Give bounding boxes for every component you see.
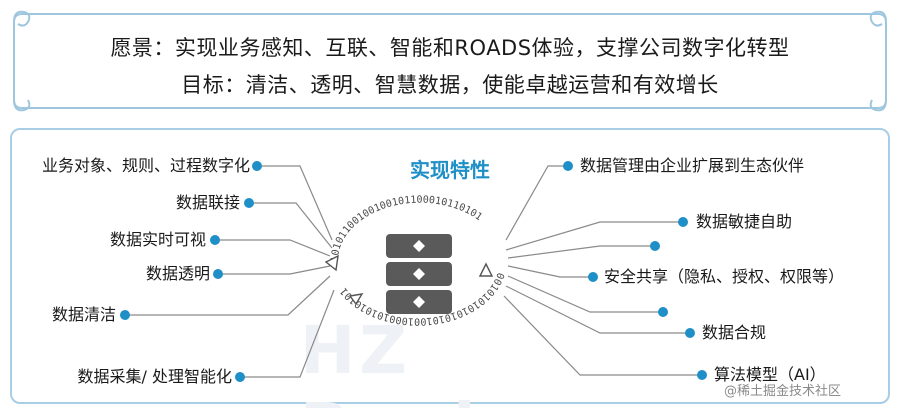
bullet-dot [244, 198, 254, 208]
feature-right-agile-self-service: 数据敏捷自助 [696, 212, 793, 231]
features-panel [10, 128, 890, 404]
feature-right-secure-sharing: 安全共享（隐私、授权、权限等） [604, 267, 845, 286]
feature-right-algorithm-model: 算法模型（AI） [714, 365, 826, 384]
feature-left-data-connection: 数据联接 [175, 193, 240, 212]
feature-left-data-cleansing: 数据清洁 [51, 305, 116, 324]
background-watermark: HZ Books [300, 312, 540, 408]
feature-right-data-compliance: 数据合规 [702, 323, 767, 342]
feature-left-data-transparency: 数据透明 [145, 264, 210, 283]
feature-right-ecosystem-management: 数据管理由企业扩展到生态伙伴 [580, 156, 805, 175]
bullet-dot [213, 269, 223, 279]
scroll-frame [13, 10, 887, 112]
bullet-dot [210, 235, 220, 245]
ring-arrow-left [324, 254, 339, 272]
goal-text: 目标：清洁、透明、智慧数据，使能卓越运营和有效增长 [181, 73, 719, 97]
connector-left-3 [215, 239, 331, 257]
connector-right-2 [505, 221, 683, 251]
connector-left-4 [218, 265, 331, 275]
connector-left-5 [125, 275, 331, 316]
bullet-dot [120, 310, 130, 320]
bullet-dot [235, 372, 245, 382]
connector-right-1 [505, 165, 568, 241]
connector-right-4 [507, 265, 593, 278]
bullet-dot [563, 161, 573, 171]
connector-left-1 [262, 165, 333, 241]
connector-left-2 [250, 202, 333, 249]
bullet-dot [650, 241, 660, 251]
bullet-dot [658, 307, 668, 317]
connector-right-6 [505, 285, 690, 334]
connector-left-6 [240, 289, 335, 378]
vision-banner: 愿景：实现业务感知、互联、智能和ROADS体验，支撑公司数字化转型 目标：清洁、… [8, 8, 892, 114]
feature-left-business-digitization: 业务对象、规则、过程数字化 [41, 156, 250, 175]
vision-text: 愿景：实现业务感知、互联、智能和ROADS体验，支撑公司数字化转型 [110, 36, 790, 60]
connector-right-7 [503, 295, 702, 376]
bullet-dot [252, 161, 262, 171]
feature-left-realtime-visibility: 数据实时可视 [109, 230, 206, 249]
source-watermark: @稀土掘金技术社区 [724, 384, 842, 399]
ring-arrow-bottom [348, 293, 364, 306]
feature-left-intelligent-processing: 数据采集/ 处理智能化 [77, 367, 232, 386]
server-stack-icon [386, 234, 452, 314]
bullet-dot [685, 328, 695, 338]
panel-title: 实现特性 [410, 158, 490, 182]
bullet-dot [588, 272, 598, 282]
connector-right-5 [507, 275, 663, 313]
bullet-dot [697, 370, 707, 380]
connector-right-3 [507, 245, 655, 259]
bullet-dot [678, 217, 688, 227]
ring-arrow-right [478, 262, 494, 277]
